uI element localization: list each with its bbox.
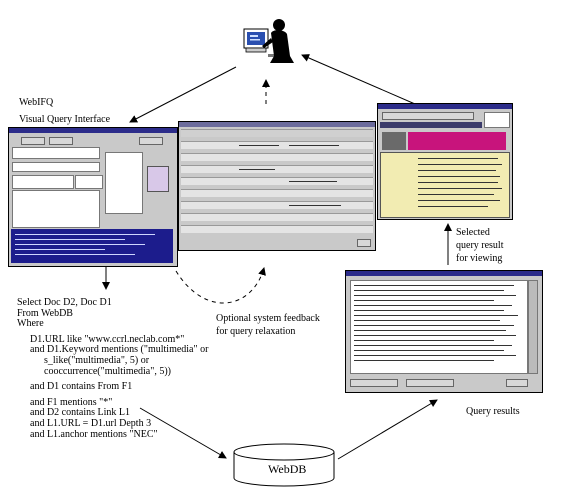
query-line: D1.URL like "www.ccrl.neclab.com*" bbox=[30, 333, 185, 345]
selected-label-3: for viewing bbox=[456, 253, 503, 264]
query-line: cooccurrence("multimedia", 5)) bbox=[44, 365, 171, 377]
webdb-label: WebDB bbox=[268, 462, 307, 476]
query-line: and L1.URL = D1.url Depth 3 bbox=[30, 417, 152, 429]
arrow-webdb-to-results bbox=[337, 399, 438, 460]
query-line: Select Doc D2, Doc D1 bbox=[17, 297, 112, 308]
selected-label-2: query result bbox=[456, 240, 504, 251]
selected-label-1: Selected bbox=[456, 227, 490, 238]
query-line: and D2 contains Link L1 bbox=[30, 407, 130, 419]
user-at-computer-icon bbox=[243, 19, 294, 63]
optional-feedback-label-1: Optional system feedback bbox=[216, 313, 320, 324]
webifq-label: WebIFQ bbox=[19, 97, 54, 108]
query-text: Select Doc D2, Doc D1 From WebDB Where D… bbox=[17, 297, 209, 440]
result-table-window bbox=[178, 121, 376, 251]
arrow-user-to-webifq bbox=[129, 66, 237, 123]
optional-feedback-label-2: for query relaxation bbox=[216, 326, 296, 337]
query-results-label: Query results bbox=[466, 406, 520, 417]
query-line: From WebDB bbox=[17, 307, 73, 319]
query-results-window bbox=[345, 270, 543, 393]
webifq-window bbox=[8, 127, 178, 267]
selected-page-window bbox=[377, 103, 513, 220]
arrow-feedback bbox=[175, 267, 266, 304]
visual-query-interface-label: Visual Query Interface bbox=[19, 114, 111, 125]
query-line: and L1.anchor mentions "NEC" bbox=[30, 428, 158, 440]
query-line: and D1.Keyword mentions ("multimedia" or bbox=[30, 344, 209, 356]
query-line: Where bbox=[17, 318, 44, 330]
query-line: s_like("multimedia", 5) or bbox=[44, 354, 150, 366]
arrow-query-to-webdb bbox=[139, 407, 227, 459]
query-line: and F1 mentions "*" bbox=[30, 396, 113, 408]
query-line: and D1 contains From F1 bbox=[30, 381, 133, 393]
arrow-page-to-user bbox=[301, 54, 416, 105]
webdb-cylinder-icon bbox=[233, 443, 335, 487]
